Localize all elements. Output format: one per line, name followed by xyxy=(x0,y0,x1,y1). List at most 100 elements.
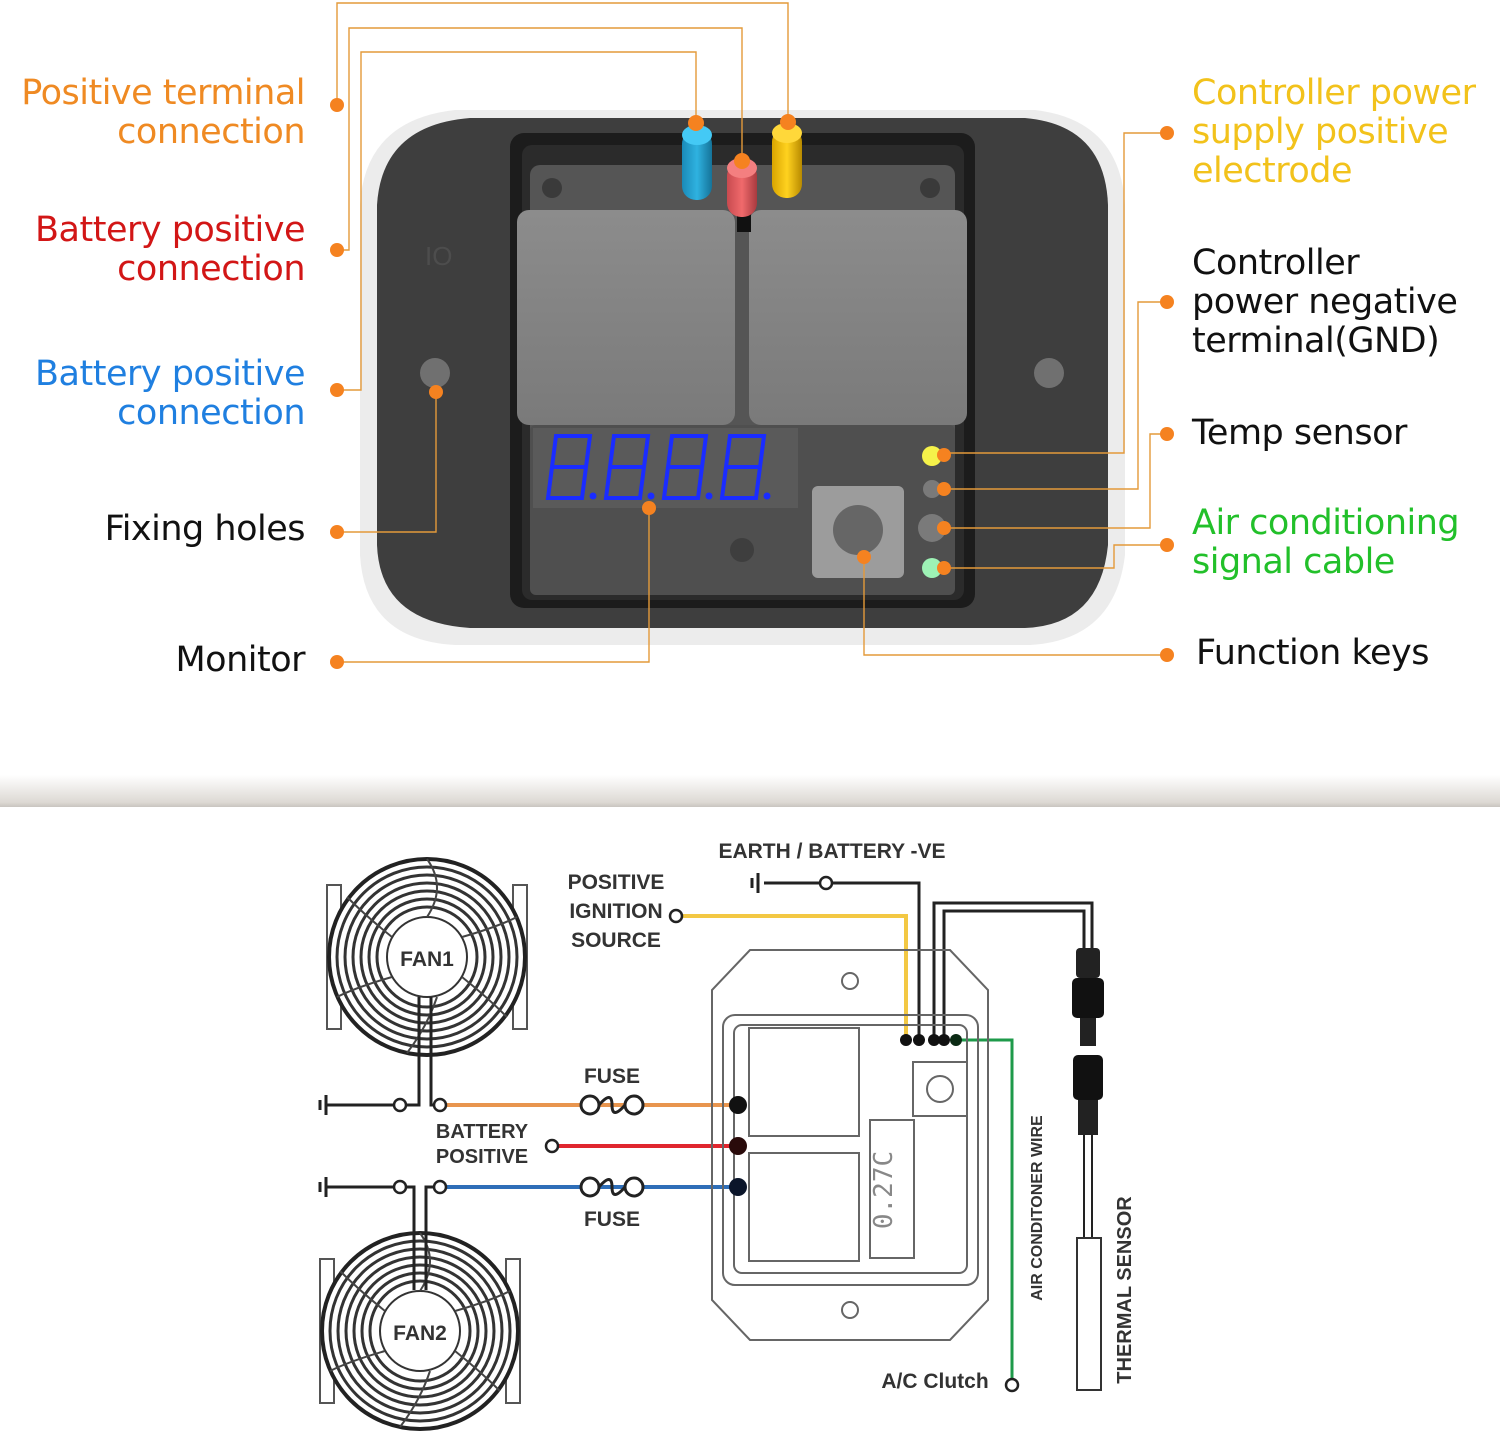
label-line: Battery positive xyxy=(35,210,305,250)
label-line: Air conditioning xyxy=(1192,503,1460,543)
pin-temp-sensor xyxy=(918,514,946,542)
label-controller-power-negative: Controller power negative terminal(GND) xyxy=(1192,243,1458,361)
fuse-top-label: FUSE xyxy=(584,1065,640,1088)
display-digit xyxy=(545,434,593,500)
label-fixing-holes: Fixing holes xyxy=(104,509,306,549)
wiring-diagram-panel: EARTH / BATTERY -VE POSITIVE IGNITION SO… xyxy=(0,806,1500,1436)
callout-dot xyxy=(688,115,704,131)
callout-dot xyxy=(330,655,344,669)
display-decimal-point xyxy=(763,492,771,500)
wire-sensor-a xyxy=(932,901,1094,1040)
label-line: Temp sensor xyxy=(1192,413,1407,453)
callout-dots xyxy=(330,98,1174,669)
label-line: power negative xyxy=(1192,282,1458,322)
controller-terminals xyxy=(729,1034,962,1196)
fixing-hole-right xyxy=(1034,358,1064,388)
callout-dot xyxy=(857,550,871,564)
display-decimal-point xyxy=(705,492,713,500)
fuse-top-icon xyxy=(579,1094,645,1116)
callout-dot xyxy=(330,98,344,112)
wire-ignition-yellow xyxy=(682,914,908,1040)
label-temp-sensor: Temp sensor xyxy=(1192,414,1407,453)
product-callout-panel: IO xyxy=(21,2,1476,680)
label-line: signal cable xyxy=(1192,542,1395,582)
terminal-circles xyxy=(392,875,1020,1393)
label-line: supply positive xyxy=(1192,112,1449,152)
display-digit xyxy=(719,434,767,500)
fixing-hole-left xyxy=(420,358,450,388)
display-decimal-point xyxy=(589,492,597,500)
ac-wire-label: AIR CONDITONER WIRE xyxy=(1029,1115,1046,1301)
relay-left xyxy=(517,210,735,425)
fan1-label: FAN1 xyxy=(400,948,454,971)
label-line: Battery positive xyxy=(35,354,305,394)
label-line: Monitor xyxy=(175,640,305,680)
label-line: Function keys xyxy=(1196,633,1430,673)
ac-clutch-label: A/C Clutch xyxy=(881,1370,988,1393)
wire-earth xyxy=(764,881,921,1040)
callout-dot xyxy=(937,561,951,575)
function-key-button xyxy=(833,505,883,555)
label-line: electrode xyxy=(1192,151,1353,191)
wire-sensor-b xyxy=(942,909,1086,1040)
label-line: connection xyxy=(117,393,305,433)
callout-dot xyxy=(780,114,796,130)
earth-label: EARTH / BATTERY -VE xyxy=(718,840,945,863)
pin-power-positive xyxy=(922,446,942,466)
terminal-post-yellow xyxy=(772,128,802,198)
ignition-label-line3: SOURCE xyxy=(571,929,661,952)
fuse-bottom-icon xyxy=(579,1176,645,1198)
thermal-sensor-icon xyxy=(1072,948,1104,1391)
callout-dot xyxy=(734,153,750,169)
callout-lines-and-device: IO xyxy=(330,2,1174,669)
relay-right xyxy=(749,210,967,425)
display-digit xyxy=(603,434,651,500)
label-battery-positive-blue: Battery positive connection xyxy=(35,355,305,433)
label-air-conditioning-signal: Air conditioning signal cable xyxy=(1192,503,1460,582)
callout-dot xyxy=(1160,648,1174,662)
fan2-label: FAN2 xyxy=(393,1322,447,1345)
callout-dot xyxy=(330,243,344,257)
callout-dot xyxy=(330,383,344,397)
callout-dot xyxy=(1160,427,1174,441)
seven-segment-display xyxy=(545,434,771,500)
section-divider xyxy=(0,775,1500,807)
label-line: Fixing holes xyxy=(104,509,306,549)
wire-ac-green xyxy=(954,1038,1014,1380)
callout-leader-lines xyxy=(336,2,1167,663)
pin-ac-signal xyxy=(922,558,942,578)
display-digit xyxy=(661,434,709,500)
fuse-bottom-label: FUSE xyxy=(584,1208,640,1231)
callout-dot xyxy=(330,525,344,539)
terminal-post-blue xyxy=(682,130,712,200)
ignition-label-line2: IGNITION xyxy=(569,900,662,923)
thermal-sensor-label: THERMAL SENSOR xyxy=(1114,1196,1136,1384)
lcd-reading: 0.27C xyxy=(869,1151,899,1229)
label-battery-positive-red: Battery positive connection xyxy=(35,211,305,289)
label-line: Positive terminal xyxy=(21,73,305,113)
callout-dot xyxy=(1160,126,1174,140)
callout-dot xyxy=(1160,295,1174,309)
label-monitor: Monitor xyxy=(175,641,305,680)
label-positive-terminal: Positive terminal connection xyxy=(21,74,305,152)
pin-gnd xyxy=(923,480,941,498)
label-function-keys: Function keys xyxy=(1196,633,1430,673)
callout-dot xyxy=(642,501,656,515)
callout-dot xyxy=(937,448,951,462)
label-line: terminal(GND) xyxy=(1192,321,1440,361)
callout-dot xyxy=(937,521,951,535)
label-line: connection xyxy=(117,249,305,289)
wiring-diagram: EARTH / BATTERY -VE POSITIVE IGNITION SO… xyxy=(318,840,1136,1431)
display-decimal-point xyxy=(647,492,655,500)
controller-outline xyxy=(711,949,989,1341)
ignition-label-line1: POSITIVE xyxy=(568,871,665,894)
ground-symbol-icon xyxy=(318,1093,328,1117)
earth-ground-symbol-icon xyxy=(750,871,760,895)
callout-dot xyxy=(429,385,443,399)
label-controller-power-positive: Controller power supply positive electro… xyxy=(1192,74,1476,191)
battery-positive-label-line2: POSITIVE xyxy=(436,1146,528,1168)
label-line: Controller xyxy=(1192,243,1360,283)
battery-positive-label-line1: BATTERY xyxy=(436,1121,529,1143)
svg-text:IO: IO xyxy=(425,241,452,271)
label-line: connection xyxy=(117,112,305,152)
